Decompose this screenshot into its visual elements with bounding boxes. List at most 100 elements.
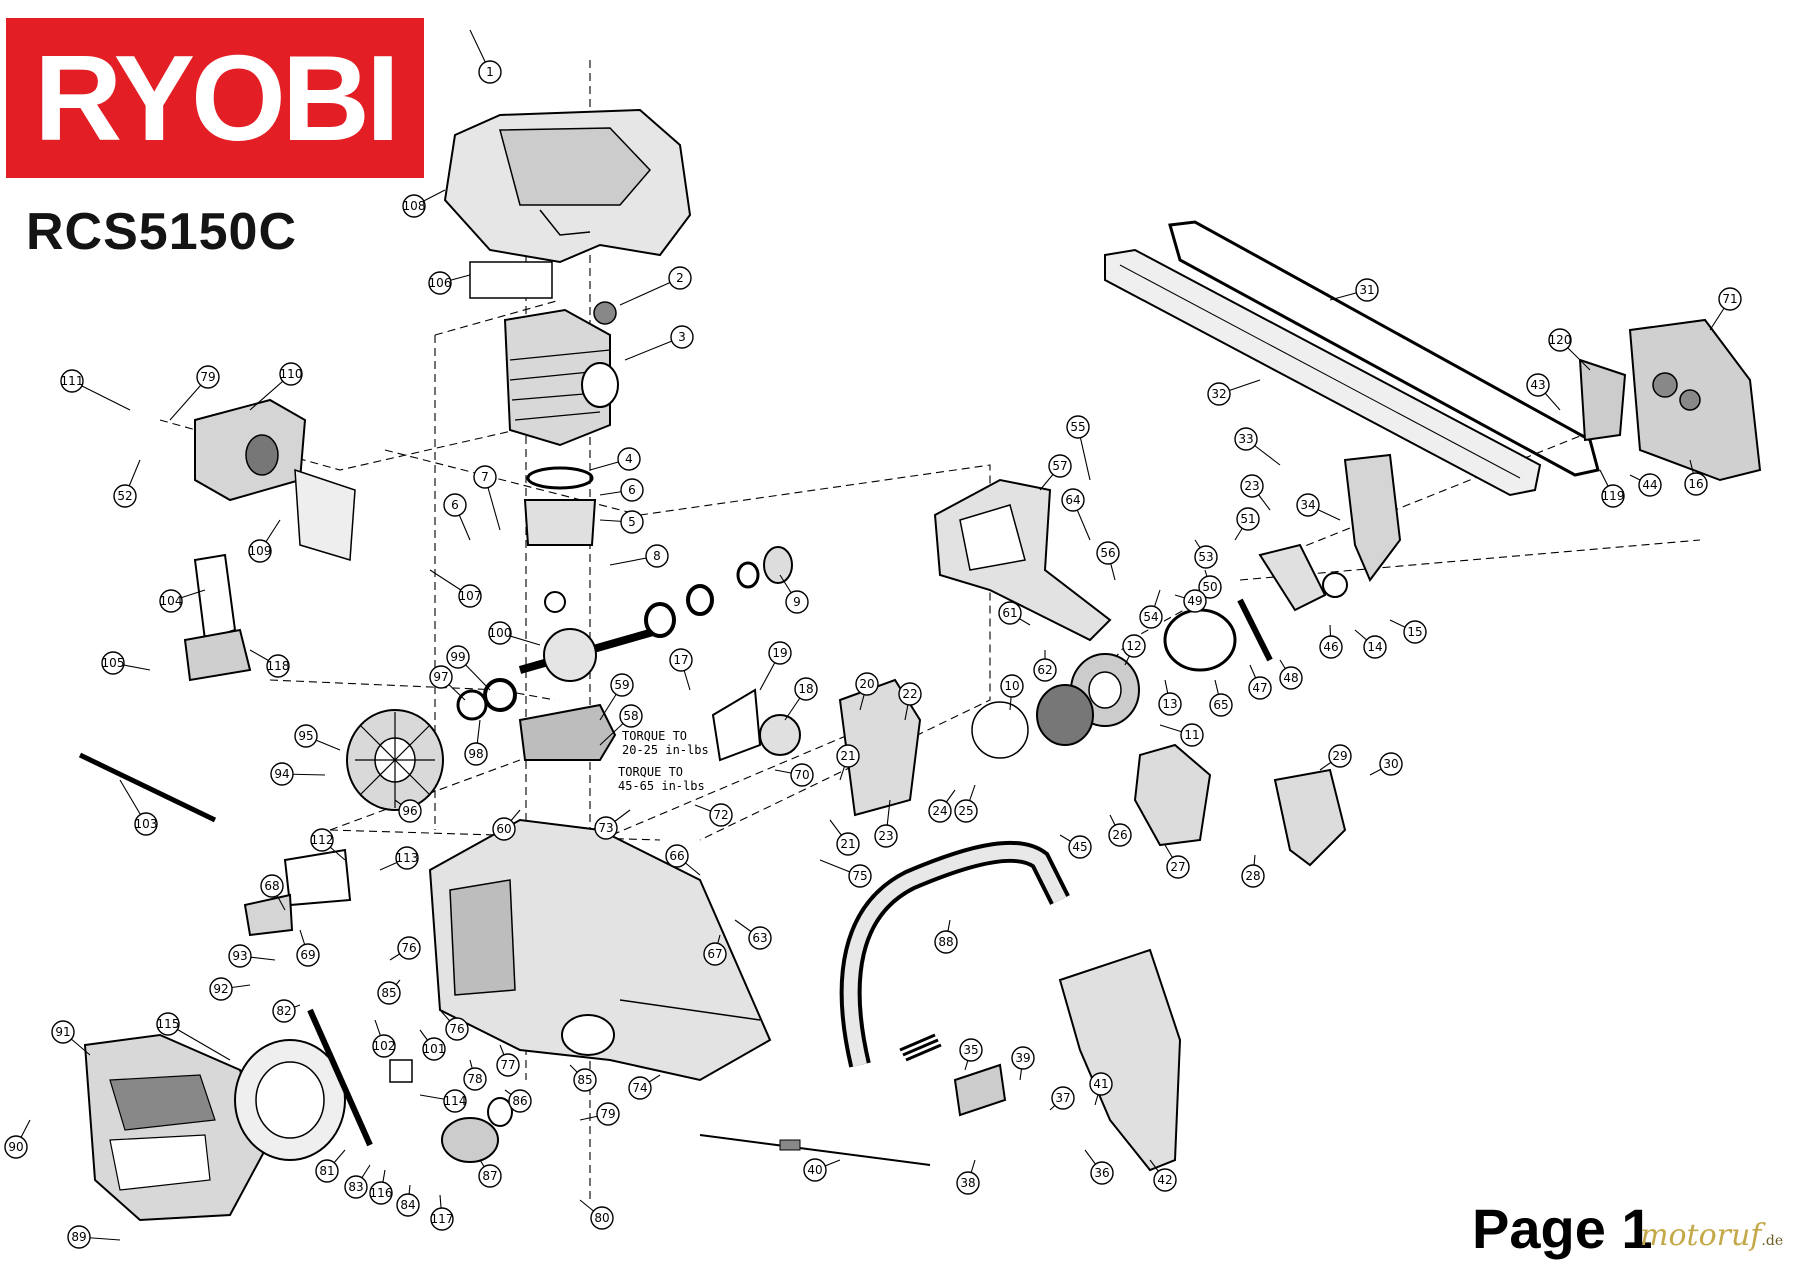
callout-number: 74	[632, 1081, 647, 1095]
part-callout-24: 24	[928, 799, 952, 823]
part-callout-113: 113	[395, 846, 419, 870]
callout-circle	[397, 936, 421, 960]
muffler	[194, 398, 356, 561]
callout-number: 72	[713, 808, 728, 822]
part-callout-115: 115	[156, 1012, 180, 1036]
callout-circle	[998, 601, 1022, 625]
part-callout-55: 55	[1066, 415, 1090, 439]
callout-circle	[628, 1076, 652, 1100]
callout-circle	[315, 1159, 339, 1183]
part-callout-54: 54	[1139, 605, 1163, 629]
oil-pump	[759, 714, 801, 756]
callout-number: 41	[1093, 1077, 1108, 1091]
part-callout-3: 3	[670, 325, 694, 349]
callout-number: 40	[807, 1163, 822, 1177]
model-number: RCS5150C	[26, 203, 298, 261]
part-callout-67: 67	[703, 942, 727, 966]
part-callout-76: 76	[445, 1017, 469, 1041]
part-callout-52: 52	[113, 484, 137, 508]
callout-number: 85	[381, 986, 396, 1000]
callout-circle	[248, 539, 272, 563]
callout-number: 31	[1359, 283, 1374, 297]
callout-number: 3	[678, 330, 686, 344]
callout-number: 47	[1252, 681, 1267, 695]
callout-circle	[464, 742, 488, 766]
callout-circle	[272, 999, 296, 1023]
callout-circle	[1684, 472, 1708, 496]
cylinder	[503, 308, 619, 447]
callout-circle	[113, 484, 137, 508]
part-callout-42: 42	[1153, 1168, 1177, 1192]
callout-circle	[848, 864, 872, 888]
callout-circle	[665, 844, 689, 868]
part-callout-88: 88	[934, 930, 958, 954]
callout-number: 104	[160, 594, 183, 608]
callout-number: 63	[752, 931, 767, 945]
callout-circle	[1000, 674, 1024, 698]
callout-circle	[60, 369, 84, 393]
callout-circle	[496, 1053, 520, 1077]
callout-number: 115	[157, 1017, 180, 1031]
callout-circle	[768, 641, 792, 665]
part-callout-56: 56	[1096, 541, 1120, 565]
part-callout-103: 103	[134, 812, 158, 836]
callout-circle	[1153, 1168, 1177, 1192]
part-callout-105: 105	[101, 651, 125, 675]
callout-number: 49	[1187, 594, 1202, 608]
callout-circle	[669, 648, 693, 672]
ignition-coil	[183, 553, 252, 682]
callout-number: 46	[1323, 640, 1338, 654]
callout-number: 19	[772, 646, 787, 660]
callout-circle	[67, 1225, 91, 1249]
callout-number: 107	[459, 589, 482, 603]
callout-number: 91	[55, 1025, 70, 1039]
part-callout-119: 119	[1601, 484, 1625, 508]
callout-circle	[395, 846, 419, 870]
callout-circle	[1248, 676, 1272, 700]
callout-number: 24	[932, 804, 947, 818]
part-callout-50: 50	[1198, 575, 1222, 599]
callout-circle	[4, 1135, 28, 1159]
part-callout-79: 79	[596, 1102, 620, 1126]
part-callout-107: 107	[458, 584, 482, 608]
callout-circle	[266, 654, 290, 678]
guide-bar	[1104, 248, 1542, 497]
callout-circle	[1180, 723, 1204, 747]
callout-number: 88	[938, 935, 953, 949]
part-callout-35: 35	[959, 1038, 983, 1062]
callout-circle	[508, 1089, 532, 1113]
callout-number: 18	[798, 682, 813, 696]
callout-number: 119	[1602, 489, 1625, 503]
saw-chain	[1168, 220, 1600, 477]
part-callout-59: 59	[610, 673, 634, 697]
flywheel	[346, 709, 444, 811]
part-callout-27: 27	[1166, 855, 1190, 879]
callout-circle	[443, 493, 467, 517]
part-callout-100: 100	[488, 621, 512, 645]
part-callout-36: 36	[1090, 1161, 1114, 1185]
callout-circle	[1328, 744, 1352, 768]
oil-pump-cover	[838, 678, 922, 817]
bearing-right	[644, 602, 676, 638]
part-callout-114: 114	[443, 1089, 467, 1113]
callout-circle	[645, 544, 669, 568]
part-callout-110: 110	[279, 362, 303, 386]
callout-circle	[934, 930, 958, 954]
callout-number: 39	[1015, 1051, 1030, 1065]
callout-number: 20	[859, 677, 874, 691]
callout-circle	[446, 645, 470, 669]
part-callout-97: 97	[429, 665, 453, 689]
part-callout-93: 93	[228, 944, 252, 968]
callout-circle	[1601, 484, 1625, 508]
logo-text: RYOBI	[34, 30, 400, 166]
callout-circle	[443, 1089, 467, 1113]
part-callout-17: 17	[669, 648, 693, 672]
part-callout-111: 111	[60, 369, 84, 393]
part-callout-23: 23	[1240, 474, 1264, 498]
torque-notes: TORQUE TO 20-25 in-lbs TORQUE TO 45-65 i…	[618, 729, 709, 793]
part-callout-68: 68	[260, 874, 284, 898]
callout-circle	[1209, 693, 1233, 717]
part-callout-49: 49	[1183, 589, 1207, 613]
part-callout-117: 117	[430, 1207, 454, 1231]
callout-circle	[488, 621, 512, 645]
